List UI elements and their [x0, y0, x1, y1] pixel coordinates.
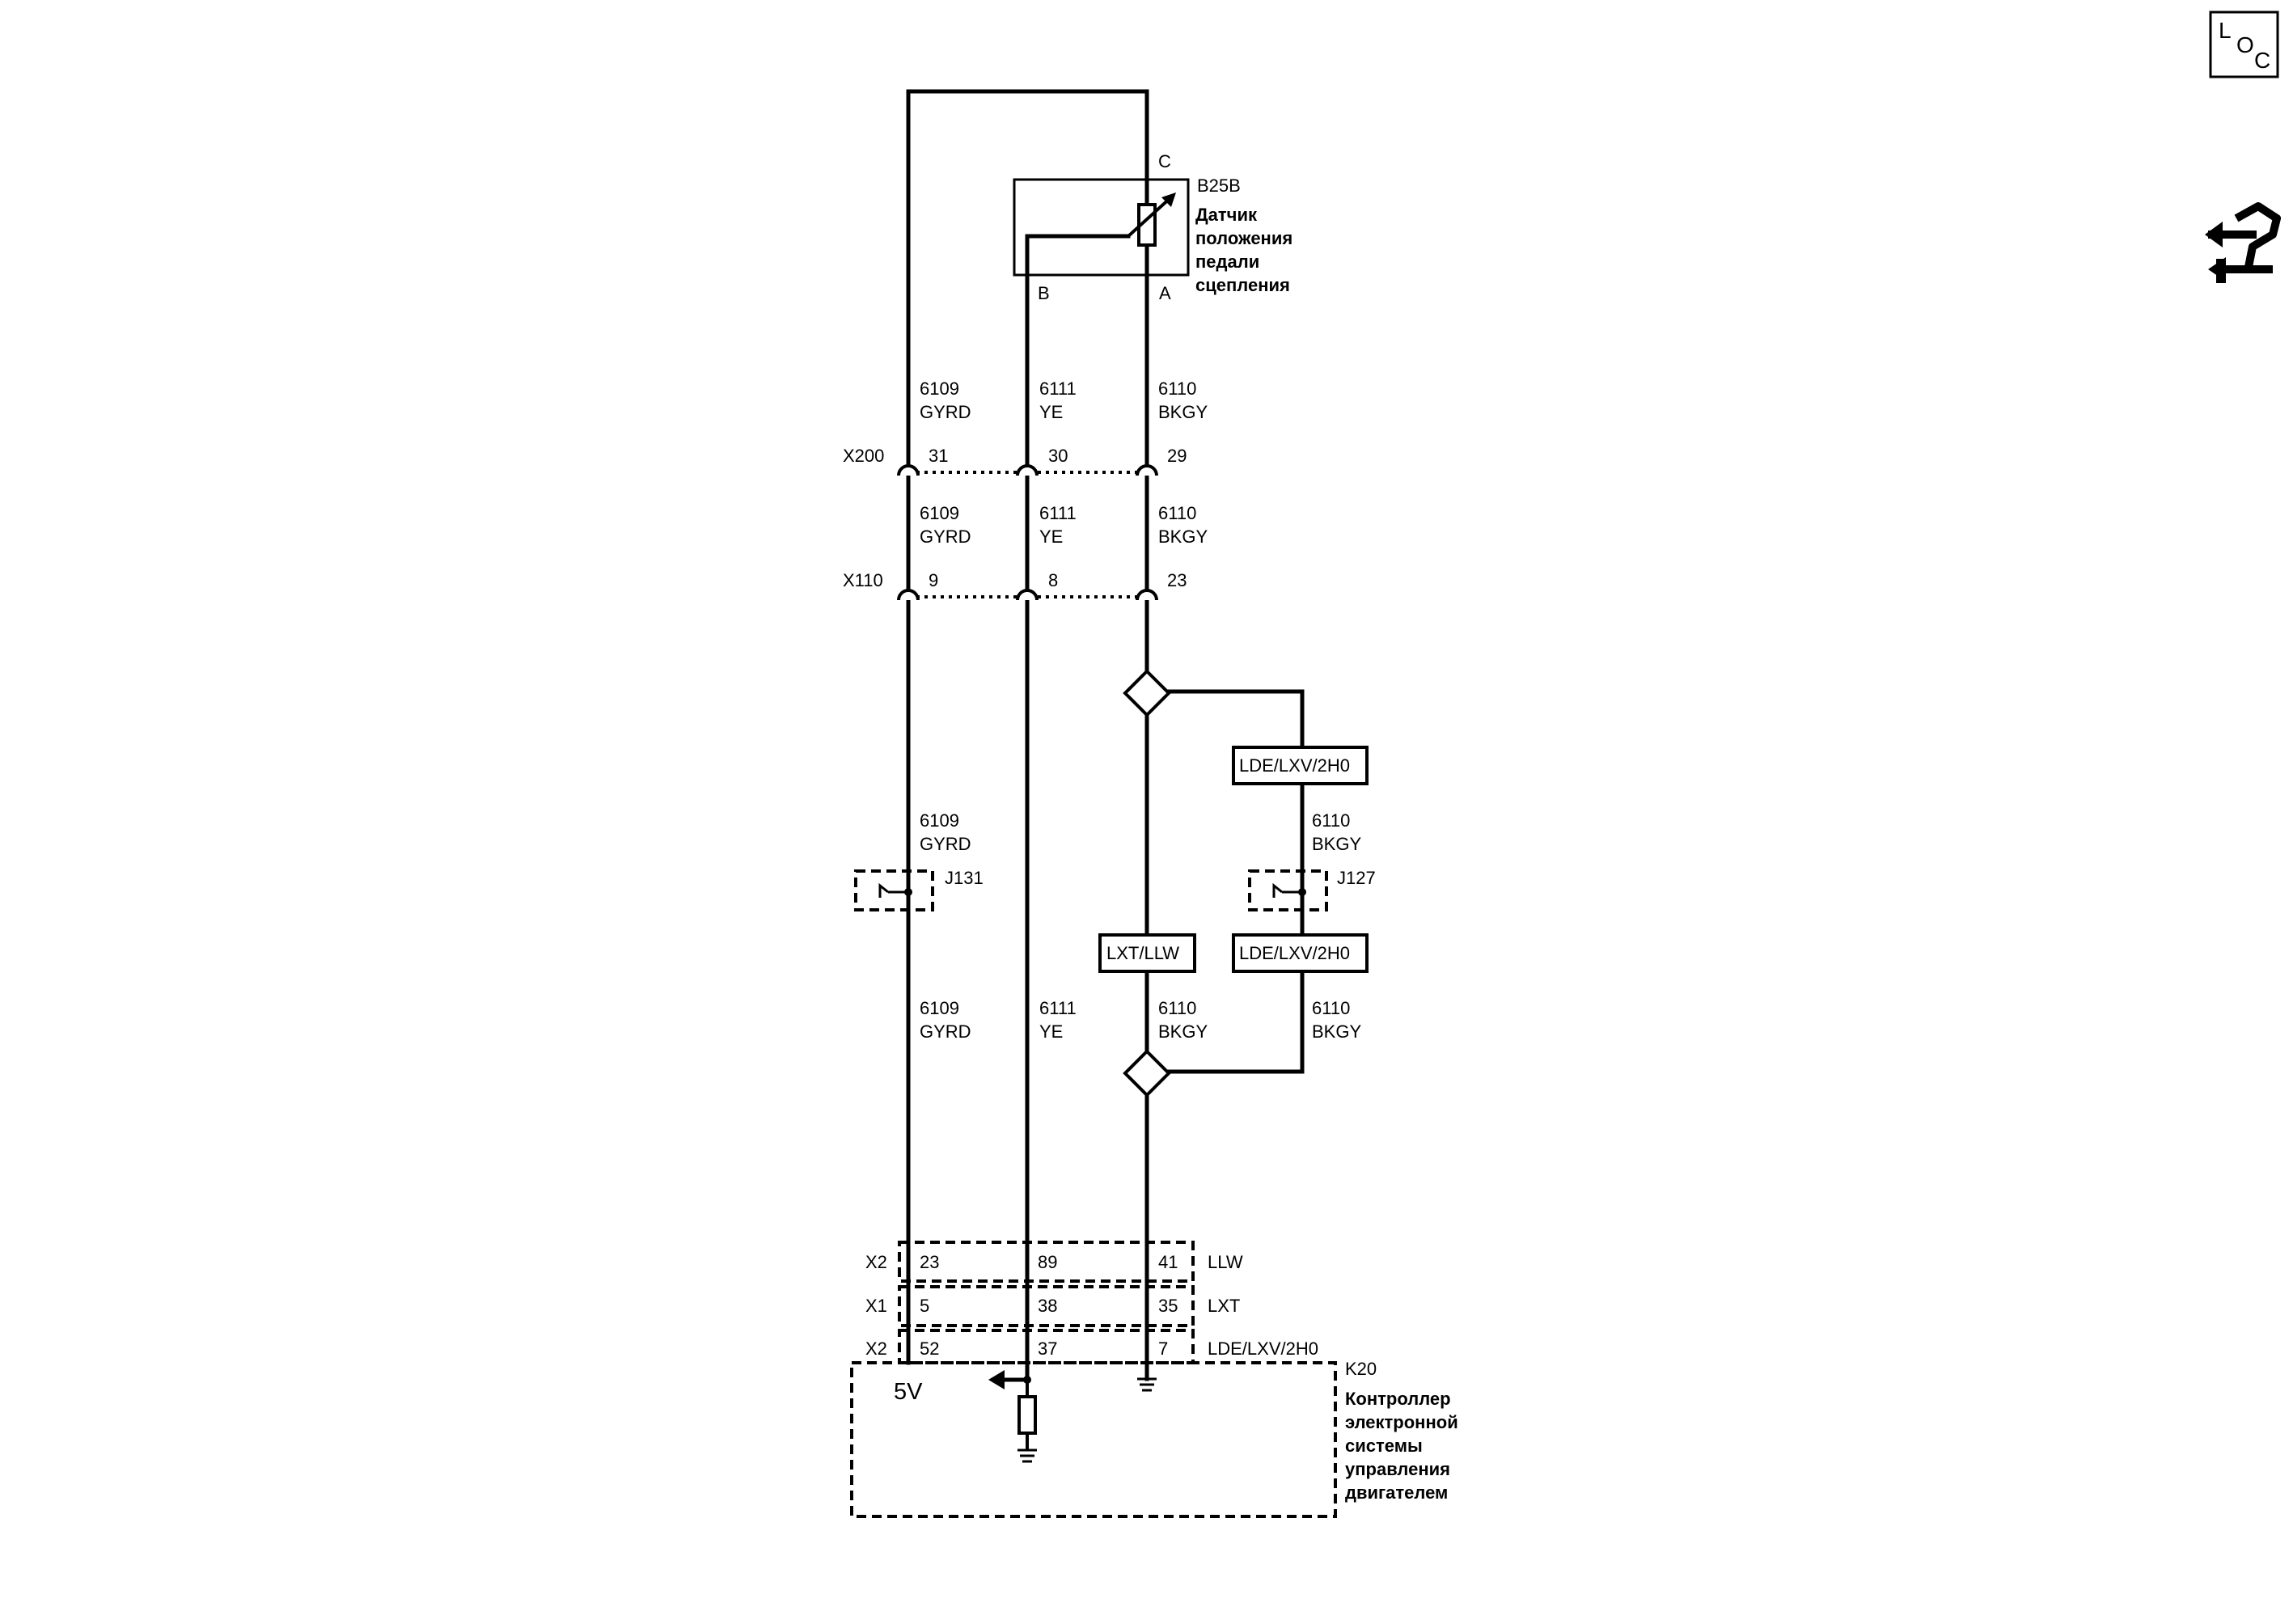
svg-text:6109: 6109: [920, 810, 959, 831]
svg-text:электронной: электронной: [1345, 1412, 1458, 1432]
pin-c: C: [1158, 151, 1171, 171]
svg-text:9: 9: [929, 570, 938, 590]
svg-text:6110: 6110: [1312, 998, 1350, 1018]
svg-text:7: 7: [1158, 1339, 1168, 1359]
connector-x200[interactable]: X200 31 30 29: [843, 446, 1187, 476]
sensor-name-4: сцепления: [1195, 275, 1290, 295]
svg-text:LXT: LXT: [1208, 1296, 1240, 1316]
svg-text:LDE/LXV/2H0: LDE/LXV/2H0: [1208, 1339, 1318, 1359]
svg-text:BKGY: BKGY: [1158, 527, 1208, 547]
sensor-b25b[interactable]: C B A B25B Датчик положения педали сцепл…: [1013, 151, 1292, 303]
loc-icon[interactable]: L O C: [2209, 11, 2279, 78]
svg-text:LXT/LLW: LXT/LLW: [1106, 943, 1179, 963]
svg-text:6110: 6110: [1312, 810, 1350, 831]
svg-text:41: 41: [1158, 1252, 1178, 1272]
svg-text:38: 38: [1038, 1296, 1057, 1316]
svg-text:YE: YE: [1039, 402, 1063, 422]
option-box-lxt-llw[interactable]: LXT/LLW: [1098, 933, 1196, 973]
option-box-lde-top[interactable]: LDE/LXV/2H0: [1232, 746, 1369, 785]
svg-text:6110: 6110: [1158, 503, 1196, 523]
svg-text:X1: X1: [865, 1296, 887, 1316]
option-box-lde-mid[interactable]: LDE/LXV/2H0: [1232, 933, 1369, 973]
option-diamond-top[interactable]: [1123, 669, 1171, 717]
voltage-label: 5V: [894, 1379, 923, 1405]
resistor-icon: [1017, 1395, 1037, 1435]
ground-icon-resistor: [1017, 1448, 1037, 1463]
loc-letter-l: L: [2219, 18, 2232, 43]
svg-text:6109: 6109: [920, 379, 959, 399]
svg-text:GYRD: GYRD: [920, 1021, 971, 1042]
svg-text:6111: 6111: [1039, 379, 1077, 399]
connector-x110[interactable]: X110 9 8 23: [843, 570, 1187, 601]
wire-labels-row-2: 6109 GYRD 6111 YE 6110 BKGY: [920, 503, 1208, 547]
sensor-name-1: Датчик: [1195, 205, 1258, 225]
module-connector-x1-lxt[interactable]: X1 5 38 35 LXT: [865, 1285, 1240, 1327]
wire-labels-row-3: 6109 GYRD 6110 BKGY: [920, 810, 1361, 854]
svg-text:5: 5: [920, 1296, 929, 1316]
svg-text:YE: YE: [1039, 1021, 1063, 1042]
svg-text:89: 89: [1038, 1252, 1057, 1272]
svg-text:LDE/LXV/2H0: LDE/LXV/2H0: [1239, 943, 1350, 963]
svg-text:BKGY: BKGY: [1312, 1021, 1361, 1042]
loc-letter-o: O: [2236, 32, 2254, 57]
module-connector-x2-llw[interactable]: X2 23 89 41 LLW: [865, 1241, 1243, 1283]
svg-text:системы: системы: [1345, 1436, 1423, 1456]
svg-text:6110: 6110: [1158, 998, 1196, 1018]
svg-text:GYRD: GYRD: [920, 527, 971, 547]
arrow-left-icon: [988, 1370, 1005, 1389]
svg-text:6109: 6109: [920, 503, 959, 523]
splice-j127[interactable]: J127: [1248, 868, 1376, 911]
svg-text:35: 35: [1158, 1296, 1178, 1316]
svg-text:Контроллер: Контроллер: [1345, 1389, 1451, 1409]
ground-icon-6110: [1137, 1377, 1157, 1392]
module-k20[interactable]: 5V K20 Контроллер электронной системы уп…: [850, 1359, 1458, 1518]
svg-text:30: 30: [1048, 446, 1068, 466]
pin-b: B: [1038, 283, 1050, 303]
svg-text:6110: 6110: [1158, 379, 1196, 399]
module-connector-x2-lde[interactable]: X2 52 37 7 LDE/LXV/2H0: [865, 1329, 1318, 1364]
sensor-id: B25B: [1197, 176, 1241, 196]
loc-letter-c: C: [2254, 48, 2270, 73]
svg-text:BKGY: BKGY: [1158, 1021, 1208, 1042]
svg-text:J127: J127: [1337, 868, 1376, 888]
splice-j131[interactable]: J131: [854, 868, 984, 911]
svg-text:GYRD: GYRD: [920, 834, 971, 854]
svg-text:LDE/LXV/2H0: LDE/LXV/2H0: [1239, 755, 1350, 776]
svg-text:BKGY: BKGY: [1312, 834, 1361, 854]
wire-6111: [1025, 234, 1131, 1381]
wire-labels-row-1: 6109 GYRD 6111 YE 6110 BKGY: [920, 379, 1208, 422]
svg-text:GYRD: GYRD: [920, 402, 971, 422]
module-id: K20: [1345, 1359, 1377, 1379]
svg-text:двигателем: двигателем: [1345, 1482, 1448, 1503]
connector-x110-label: X110: [843, 570, 883, 590]
svg-text:LLW: LLW: [1208, 1252, 1243, 1272]
svg-text:управления: управления: [1345, 1459, 1450, 1479]
svg-text:8: 8: [1048, 570, 1058, 590]
connector-x200-label: X200: [843, 446, 884, 466]
svg-text:BKGY: BKGY: [1158, 402, 1208, 422]
pin-a: A: [1159, 283, 1171, 303]
svg-text:29: 29: [1167, 446, 1187, 466]
svg-text:31: 31: [929, 446, 948, 466]
svg-text:6109: 6109: [920, 998, 959, 1018]
svg-text:J131: J131: [945, 868, 984, 888]
svg-text:YE: YE: [1039, 527, 1063, 547]
svg-text:52: 52: [920, 1339, 939, 1359]
svg-text:37: 37: [1038, 1339, 1057, 1359]
connector-arrows-icon[interactable]: [2205, 202, 2281, 283]
wire-6110-branch: [1160, 689, 1305, 1074]
svg-text:6111: 6111: [1039, 998, 1077, 1018]
option-diamond-bottom[interactable]: [1123, 1049, 1171, 1097]
sensor-name-3: педали: [1195, 252, 1259, 272]
wire-labels-row-4: 6109 GYRD 6111 YE 6110 BKGY 6110 BKGY: [920, 998, 1361, 1042]
wire-6109: [906, 89, 1149, 1365]
svg-text:X2: X2: [865, 1339, 887, 1359]
svg-text:23: 23: [1167, 570, 1187, 590]
svg-text:X2: X2: [865, 1252, 887, 1272]
svg-text:6111: 6111: [1039, 503, 1077, 523]
sensor-name-2: положения: [1195, 228, 1292, 248]
svg-text:23: 23: [920, 1252, 939, 1272]
